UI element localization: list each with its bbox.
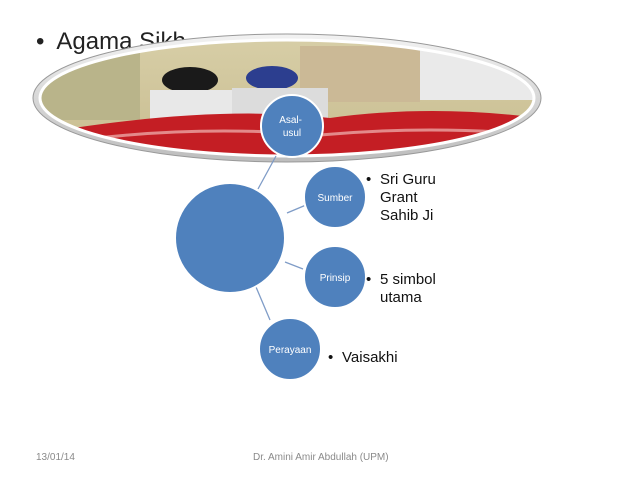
sumber-bullet-line1: Sri Guru — [380, 171, 436, 188]
prinsip-bullet: • 5 simbol utama — [366, 271, 436, 307]
footer-author: Dr. Amini Amir Abdullah (UPM) — [253, 452, 389, 463]
sumber-bullet-line3: Sahib Ji — [380, 207, 434, 224]
perayaan-bullet: • Vaisakhi — [328, 349, 398, 367]
bullet-icon: • — [36, 28, 45, 55]
bullet-icon: • — [366, 171, 372, 188]
diagram-connectors — [255, 155, 307, 321]
svg-text:Asal- usul: Asal- usul — [279, 115, 305, 139]
prinsip-bullet-line1: 5 simbol — [380, 271, 436, 288]
node-sumber-label: Sumber — [317, 193, 353, 204]
node-sumber — [303, 165, 367, 229]
node-asal-usul — [260, 94, 324, 158]
perayaan-bullet-line1: Vaisakhi — [342, 349, 398, 366]
prinsip-bullet-line2: utama — [380, 289, 422, 306]
node-prinsip-label: Prinsip — [320, 273, 351, 284]
sumber-bullet-line2: Grant — [380, 189, 418, 206]
node-asal-usul-label-line1: Asal- — [279, 115, 302, 126]
node-asal-usul-label-line2: usul — [283, 128, 301, 139]
node-perayaan — [258, 317, 322, 381]
bullet-icon: • — [366, 271, 372, 288]
node-prinsip — [303, 245, 367, 309]
sumber-bullet: • Sri Guru Grant Sahib Ji — [366, 171, 436, 225]
bullet-icon: • — [328, 349, 334, 366]
center-node — [174, 182, 286, 294]
node-perayaan-label: Perayaan — [269, 345, 312, 356]
footer-date: 13/01/14 — [36, 452, 75, 463]
